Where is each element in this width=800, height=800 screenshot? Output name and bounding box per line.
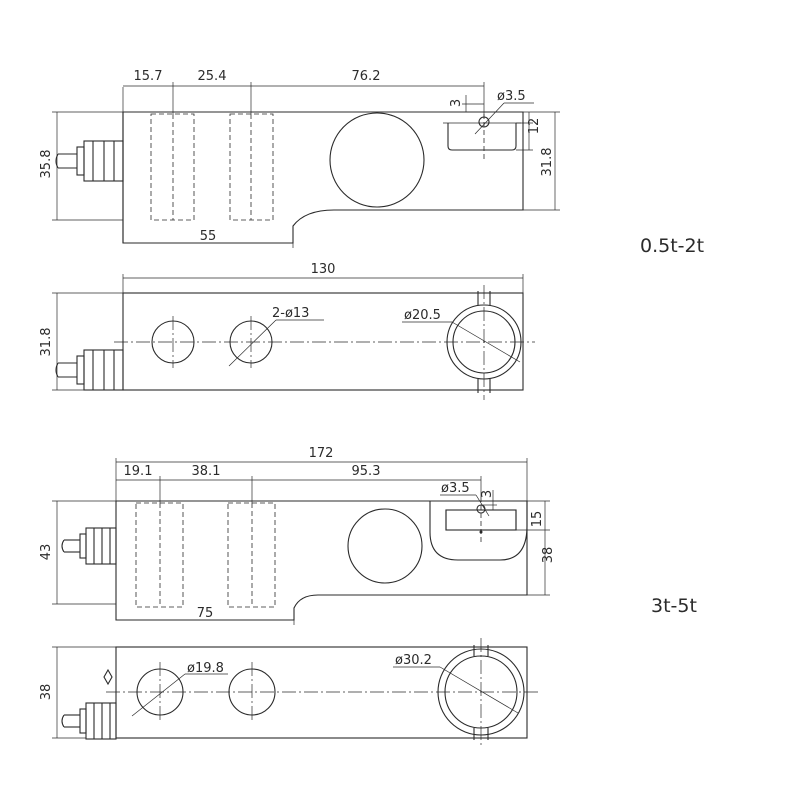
dim-pocket-depth: 15 bbox=[530, 511, 545, 528]
range-label-small: 0.5t-2t bbox=[640, 235, 704, 257]
dim-right-height: 31.8 bbox=[540, 148, 555, 177]
gauge-pocket bbox=[329, 112, 425, 208]
dim-seg2: 25.4 bbox=[198, 69, 227, 84]
orientation-mark-icon bbox=[103, 668, 113, 686]
dim-seg2: 38.1 bbox=[192, 464, 221, 479]
cable-gland-icon bbox=[55, 349, 124, 391]
dim-right-height: 38 bbox=[541, 547, 556, 564]
dim-mount-hole: ø19.8 bbox=[187, 661, 224, 676]
dim-seg3: 76.2 bbox=[352, 69, 381, 84]
dim-seg1: 15.7 bbox=[134, 69, 163, 84]
cable-gland-icon bbox=[61, 527, 117, 565]
dim-load-hole: ø20.5 bbox=[404, 308, 441, 323]
dim-height: 38 bbox=[39, 684, 54, 701]
dim-height: 31.8 bbox=[39, 328, 54, 357]
dim-hole-depth: 3 bbox=[480, 490, 495, 498]
cable-gland-icon bbox=[61, 702, 117, 740]
side-view-small: 15.7 25.4 76.2 3 ø3.5 12 31.8 35.8 55 bbox=[39, 69, 560, 248]
range-label-large: 3t-5t bbox=[651, 595, 697, 617]
top-view-large: ø19.8 ø30.2 38 bbox=[39, 638, 540, 746]
dim-seg1: 19.1 bbox=[124, 464, 153, 479]
dim-bottom-length: 55 bbox=[200, 229, 217, 244]
dim-left-height: 35.8 bbox=[39, 150, 54, 179]
hidden-bores bbox=[150, 113, 274, 221]
dim-hole-dia: ø3.5 bbox=[441, 481, 470, 496]
dim-mount-holes: 2-ø13 bbox=[272, 306, 309, 321]
dim-hole-depth: 3 bbox=[449, 99, 464, 107]
dim-overall-length: 130 bbox=[311, 262, 336, 277]
dim-left-height: 43 bbox=[39, 544, 54, 561]
cable-gland-icon bbox=[55, 140, 124, 182]
top-view-small: 2-ø13 ø20.5 130 31.8 bbox=[39, 262, 535, 400]
gauge-pocket bbox=[347, 508, 423, 584]
dim-pocket-depth: 12 bbox=[527, 118, 542, 135]
dim-hole-dia: ø3.5 bbox=[497, 89, 526, 104]
dim-bottom-length: 75 bbox=[197, 606, 214, 621]
dim-seg3: 95.3 bbox=[352, 464, 381, 479]
dim-load-hole: ø30.2 bbox=[395, 653, 432, 668]
hidden-bores bbox=[135, 502, 276, 608]
side-view-large: 172 19.1 38.1 95.3 ø3.5 3 15 38 43 75 bbox=[39, 446, 556, 625]
dim-overall-length: 172 bbox=[309, 446, 334, 461]
